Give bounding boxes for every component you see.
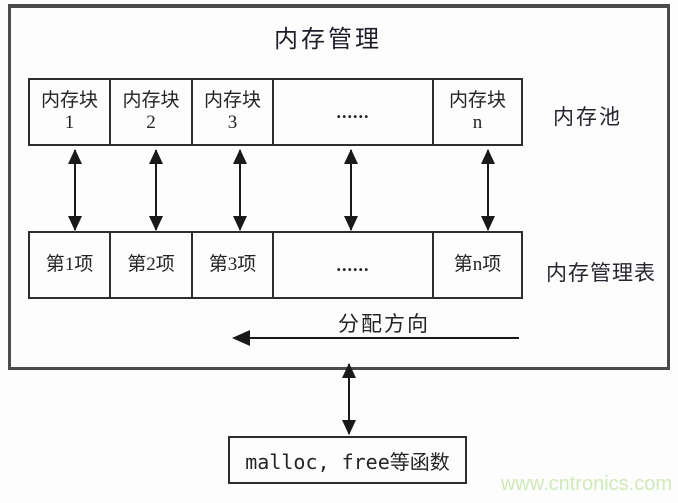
management-table-label: 内存管理表 (546, 261, 656, 285)
pool-cell-n: 内存块 n (434, 80, 521, 144)
ellipsis-dots: ...... (336, 254, 370, 275)
table-cell-2-label: 第2项 (127, 254, 175, 276)
table-cell-ellipsis: ...... (274, 233, 434, 297)
table-cell-3: 第3项 (193, 233, 274, 297)
double-arrow-ellipsis (344, 149, 358, 231)
double-arrow-1 (68, 149, 82, 231)
table-cell-3-label: 第3项 (208, 254, 257, 276)
memory-pool-row: 内存块 1 内存块 2 内存块 3 ...... 内存块 n (28, 78, 523, 146)
pool-cell-2-name: 内存块 (122, 90, 180, 112)
watermark: www.cntronics.com (500, 473, 672, 495)
pool-cell-1: 内存块 1 (30, 80, 111, 144)
functions-box-label: malloc, free等函数 (245, 449, 450, 474)
double-arrow-functions (342, 363, 356, 435)
pool-cell-n-name: 内存块 (448, 90, 506, 112)
table-cell-n-label: 第n项 (453, 254, 502, 276)
allocation-direction-arrowhead-icon (232, 330, 250, 346)
diagram-frame: 内存管理 内存块 1 内存块 2 内存块 3 ...... 内存块 n 内存 (8, 4, 670, 370)
pool-cell-3-name: 内存块 (203, 90, 261, 112)
pool-cell-1-name: 内存块 (40, 90, 98, 112)
pool-cell-2-index: 2 (146, 112, 156, 133)
functions-box: malloc, free等函数 (228, 436, 467, 484)
pool-cell-3: 内存块 3 (193, 80, 274, 144)
diagram-title: 内存管理 (274, 27, 382, 53)
double-arrow-3 (233, 149, 247, 231)
allocation-direction-label: 分配方向 (338, 312, 430, 336)
table-cell-n: 第n项 (434, 233, 521, 297)
pool-cell-2: 内存块 2 (111, 80, 193, 144)
allocation-direction-arrow-line (249, 337, 519, 339)
memory-pool-label: 内存池 (553, 105, 622, 129)
management-table-row: 第1项 第2项 第3项 ...... 第n项 (28, 231, 523, 299)
ellipsis-dots: ...... (336, 101, 370, 122)
double-arrow-n (481, 149, 495, 231)
pool-cell-3-index: 3 (227, 112, 238, 133)
pool-cell-1-index: 1 (64, 112, 75, 133)
pool-cell-n-index: n (472, 112, 483, 133)
table-cell-1-label: 第1项 (45, 254, 94, 276)
table-cell-2: 第2项 (111, 233, 193, 297)
pool-cell-ellipsis: ...... (274, 80, 434, 144)
table-cell-1: 第1项 (30, 233, 111, 297)
double-arrow-2 (149, 149, 163, 231)
